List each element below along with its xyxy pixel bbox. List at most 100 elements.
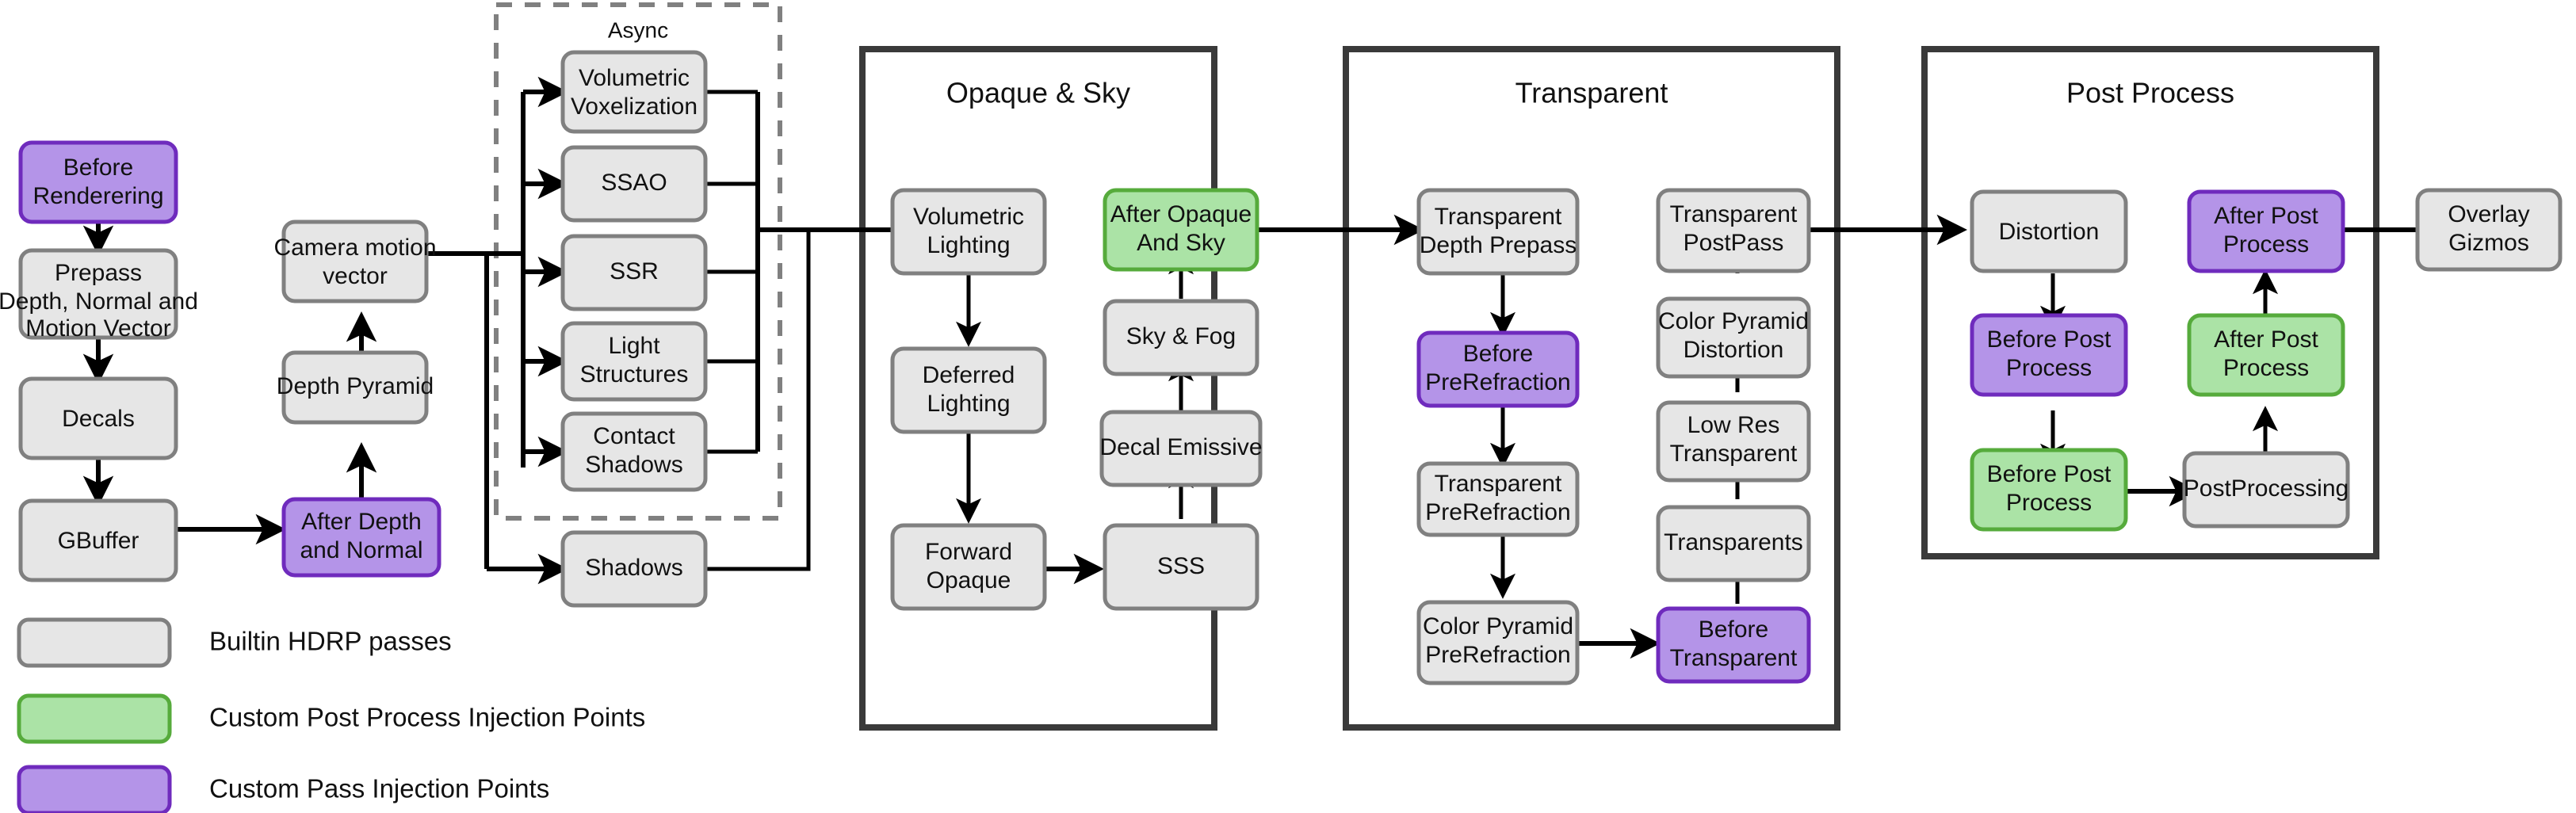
node-overlay-gizmos-line2: Gizmos xyxy=(2448,230,2529,256)
node-distortion[interactable]: Distortion xyxy=(1970,189,2128,273)
node-before-transparent-line1: Before xyxy=(1699,616,1768,643)
node-deferred-lighting-line2: Lighting xyxy=(927,391,1010,417)
node-before-post-process-green-line1: Before Post xyxy=(1987,461,2112,487)
node-color-pyramid-prerefraction[interactable]: Color Pyramid PreRefraction xyxy=(1416,600,1580,685)
node-after-depth-and-normal-line2: and Normal xyxy=(300,537,422,563)
node-after-post-process-purple[interactable]: After Post Process xyxy=(2187,189,2345,273)
node-decals[interactable]: Decals xyxy=(18,376,178,460)
node-volumetric-voxelization-line1: Volumetric xyxy=(579,65,690,91)
node-after-post-process-green[interactable]: After Post Process xyxy=(2187,313,2345,397)
node-volumetric-lighting-line1: Volumetric xyxy=(913,204,1024,230)
node-transparents[interactable]: Transparents xyxy=(1656,505,1811,582)
node-color-pyramid-distortion-line2: Distortion xyxy=(1684,337,1784,363)
node-low-res-transparent[interactable]: Low Res Transparent xyxy=(1656,400,1811,483)
node-ssr[interactable]: SSR xyxy=(560,234,708,311)
node-transparent-postpass-line2: PostPass xyxy=(1684,230,1784,256)
node-sky-and-fog[interactable]: Sky & Fog xyxy=(1103,299,1259,376)
node-light-structures-line1: Light xyxy=(608,333,660,359)
node-before-transparent-line2: Transparent xyxy=(1670,645,1798,671)
node-before-post-process-green-line2: Process xyxy=(2006,490,2092,516)
node-sss-label: SSS xyxy=(1157,553,1205,579)
node-transparent-depth-prepass-line2: Depth Prepass xyxy=(1420,232,1577,258)
node-prepass[interactable]: Prepass Depth, Normal and Motion Vector xyxy=(0,248,198,342)
node-after-depth-and-normal-line1: After Depth xyxy=(301,509,422,535)
node-color-pyramid-distortion[interactable]: Color Pyramid Distortion xyxy=(1656,296,1811,379)
node-decal-emissive[interactable]: Decal Emissive xyxy=(1099,410,1263,487)
node-transparent-prerefraction-line2: PreRefraction xyxy=(1425,499,1570,525)
group-frame-transparent xyxy=(1343,46,1840,731)
node-transparents-label: Transparents xyxy=(1664,529,1803,555)
node-before-rendering-line1: Before xyxy=(63,155,133,181)
node-after-post-process-green-line1: After Post xyxy=(2214,326,2318,353)
node-distortion-label: Distortion xyxy=(1999,219,2100,245)
node-ssao-label: SSAO xyxy=(601,170,667,196)
node-depth-pyramid[interactable]: Depth Pyramid xyxy=(277,350,434,425)
node-before-prerefraction-line1: Before xyxy=(1463,341,1533,367)
node-transparent-depth-prepass-line1: Transparent xyxy=(1435,204,1562,230)
node-after-opaque-and-sky[interactable]: After Opaque And Sky xyxy=(1103,188,1259,272)
legend-label-green: Custom Post Process Injection Points xyxy=(209,703,645,732)
node-after-depth-and-normal[interactable]: After Depth and Normal xyxy=(281,497,441,578)
node-color-pyramid-distortion-line1: Color Pyramid xyxy=(1658,308,1809,334)
node-forward-opaque-line2: Opaque xyxy=(927,567,1011,594)
node-after-post-process-green-line2: Process xyxy=(2223,355,2309,381)
node-prepass-line3: Motion Vector xyxy=(25,315,170,342)
legend-label-purple: Custom Pass Injection Points xyxy=(209,774,549,803)
node-before-post-process-purple-line1: Before Post xyxy=(1987,326,2112,353)
node-ssr-label: SSR xyxy=(610,258,659,284)
legend-item-green: Custom Post Process Injection Points xyxy=(17,693,645,744)
node-contact-shadows-line2: Shadows xyxy=(585,452,682,478)
legend-swatch-green xyxy=(17,693,172,744)
edge-shadows-out xyxy=(705,230,811,571)
group-frame-opaque-sky xyxy=(859,46,1217,731)
node-shadows-label: Shadows xyxy=(585,555,682,581)
node-contact-shadows-line1: Contact xyxy=(593,423,675,449)
node-sss[interactable]: SSS xyxy=(1103,523,1259,611)
node-transparent-prerefraction-line1: Transparent xyxy=(1435,471,1562,497)
node-gbuffer[interactable]: GBuffer xyxy=(18,498,178,582)
group-title-transparent: Transparent xyxy=(1515,77,1668,109)
node-shadows[interactable]: Shadows xyxy=(560,530,708,608)
node-transparent-postpass-line1: Transparent xyxy=(1670,201,1798,227)
node-light-structures[interactable]: Light Structures xyxy=(560,321,708,402)
node-transparent-postpass[interactable]: Transparent PostPass xyxy=(1656,188,1811,273)
node-prepass-line1: Prepass xyxy=(55,260,142,286)
node-before-post-process-green[interactable]: Before Post Process xyxy=(1970,448,2128,532)
node-postprocessing[interactable]: PostProcessing xyxy=(2182,451,2350,529)
node-sky-and-fog-label: Sky & Fog xyxy=(1126,323,1236,349)
node-before-prerefraction[interactable]: Before PreRefraction xyxy=(1416,330,1580,408)
node-low-res-transparent-line2: Transparent xyxy=(1670,441,1798,467)
node-before-prerefraction-line2: PreRefraction xyxy=(1425,369,1570,395)
node-before-rendering[interactable]: Before Renderering xyxy=(18,140,178,224)
node-after-post-process-purple-line1: After Post xyxy=(2214,203,2318,229)
legend-item-builtin: Builtin HDRP passes xyxy=(17,617,452,668)
node-before-transparent[interactable]: Before Transparent xyxy=(1656,606,1811,684)
node-forward-opaque-line1: Forward xyxy=(925,539,1012,565)
node-volumetric-voxelization[interactable]: Volumetric Voxelization xyxy=(560,50,708,134)
node-deferred-lighting[interactable]: Deferred Lighting xyxy=(890,346,1047,434)
legend-item-purple: Custom Pass Injection Points xyxy=(17,765,549,813)
node-camera-motion-vector[interactable]: Camera motion vector xyxy=(273,219,437,303)
node-after-opaque-and-sky-line1: After Opaque xyxy=(1110,201,1252,227)
node-before-post-process-purple-line2: Process xyxy=(2006,355,2092,381)
node-prepass-line2: Depth, Normal and xyxy=(0,288,198,315)
node-transparent-prerefraction[interactable]: Transparent PreRefraction xyxy=(1416,461,1580,537)
node-volumetric-lighting[interactable]: Volumetric Lighting xyxy=(890,188,1047,276)
node-forward-opaque[interactable]: Forward Opaque xyxy=(890,523,1047,611)
node-camera-motion-vector-line2: vector xyxy=(323,263,388,289)
node-color-pyramid-prerefraction-line2: PreRefraction xyxy=(1425,642,1570,668)
node-transparent-depth-prepass[interactable]: Transparent Depth Prepass xyxy=(1416,188,1580,276)
node-camera-motion-vector-line1: Camera motion xyxy=(273,235,436,261)
node-contact-shadows[interactable]: Contact Shadows xyxy=(560,411,708,492)
node-before-post-process-purple[interactable]: Before Post Process xyxy=(1970,313,2128,397)
node-after-post-process-purple-line2: Process xyxy=(2223,231,2309,258)
node-before-rendering-line2: Renderering xyxy=(32,183,163,209)
node-ssao[interactable]: SSAO xyxy=(560,145,708,223)
legend-swatch-builtin xyxy=(17,617,172,668)
node-overlay-gizmos[interactable]: Overlay Gizmos xyxy=(2415,188,2563,272)
node-after-opaque-and-sky-line2: And Sky xyxy=(1137,230,1225,256)
node-decals-label: Decals xyxy=(62,406,135,432)
node-deferred-lighting-line1: Deferred xyxy=(923,362,1015,388)
